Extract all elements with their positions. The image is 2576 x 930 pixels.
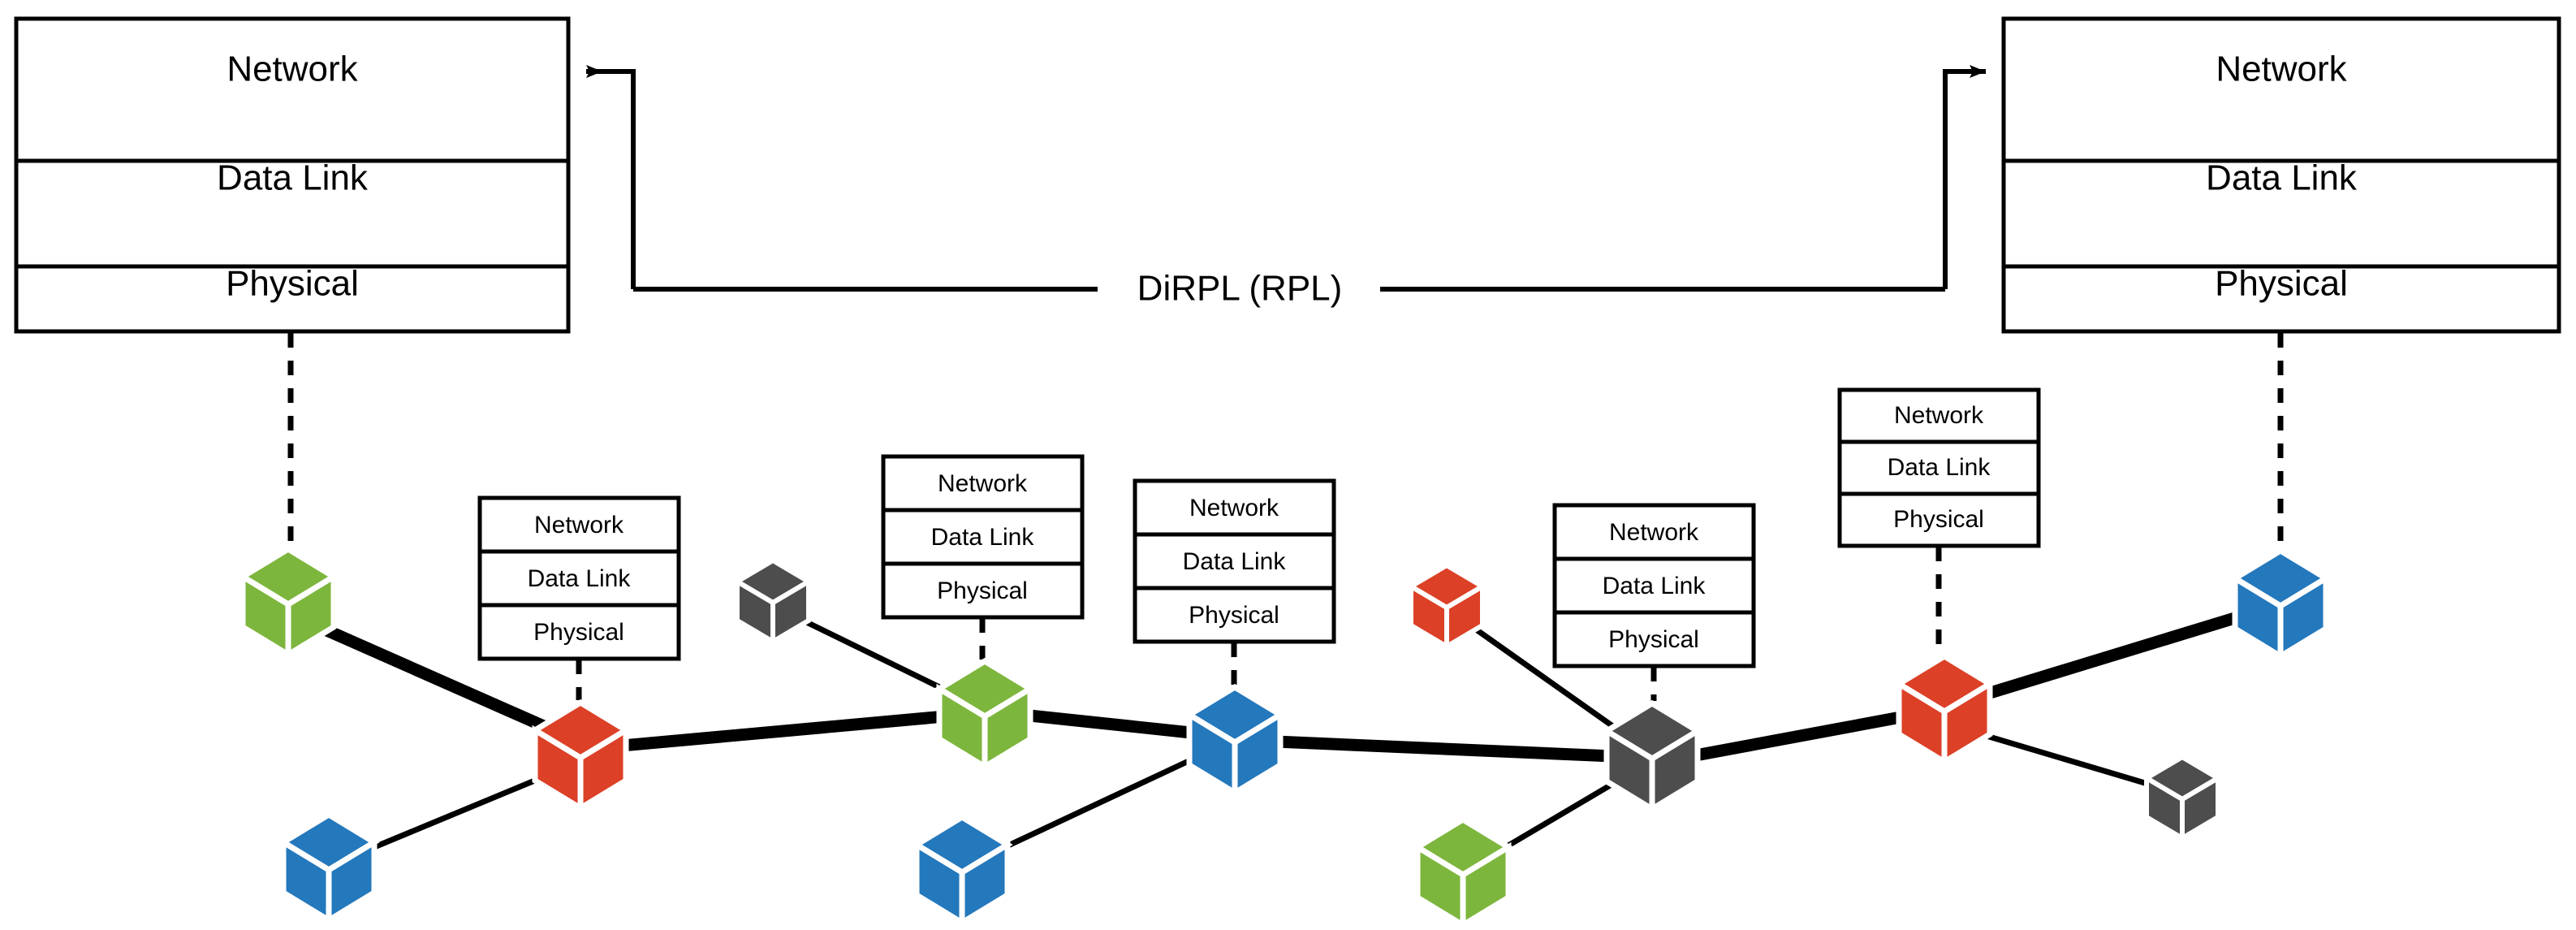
node-red-3[interactable] — [1893, 652, 1996, 768]
node-blue-4[interactable] — [2229, 547, 2332, 662]
backbone-link-red1-green2 — [603, 708, 964, 754]
dirpl-label: DiRPL (RPL) — [1137, 269, 1343, 309]
node-blue-4-right-face — [2277, 573, 2329, 662]
node-red-2-right-face — [1444, 582, 1485, 651]
node-red-1[interactable] — [529, 699, 632, 814]
node-stack-4-physical-cell — [1552, 610, 1756, 668]
node-stack-5-datalink-label: Data Link — [1888, 454, 1991, 481]
node-stack-1-physical-cell — [477, 603, 681, 661]
right-stack-physical-cell — [2001, 264, 2561, 334]
node-stack-1[interactable]: Network Data Link Physical — [477, 495, 681, 661]
backbone-link-green2-blue2 — [1006, 707, 1215, 742]
node-blue-1[interactable] — [278, 811, 380, 926]
node-stack-2-physical-label: Physical — [937, 577, 1028, 604]
node-stack-3-network-label: Network — [1189, 495, 1279, 521]
right-endpoint-stack[interactable]: Network Data Link Physical — [2001, 16, 2561, 334]
node-gray-3[interactable] — [2142, 754, 2223, 843]
node-gray-2[interactable] — [1601, 699, 1703, 815]
node-stack-5-network-label: Network — [1894, 402, 1984, 429]
left-stack-network-cell — [14, 16, 571, 163]
node-stack-3-physical-cell — [1133, 586, 1336, 644]
leaf-links — [349, 612, 2162, 863]
backbone-link-blue2-gray2 — [1256, 734, 1633, 763]
node-stack-2-network-label: Network — [938, 470, 1028, 497]
node-red-3-right-face — [1941, 678, 1993, 768]
node-green-2[interactable] — [934, 657, 1036, 772]
node-red-2[interactable] — [1406, 562, 1487, 651]
left-stack-datalink-label: Data Link — [217, 158, 369, 198]
node-stack-2-datalink-label: Data Link — [931, 524, 1035, 551]
leaf-link-red3-gray3 — [1964, 726, 2162, 791]
node-stack-4-network-cell — [1552, 503, 1756, 561]
left-stack-datalink-cell — [14, 158, 571, 269]
dirpl-right-arrow-path — [1943, 65, 1986, 289]
node-stack-4-physical-label: Physical — [1608, 626, 1699, 653]
node-stack-4-datalink-label: Data Link — [1603, 573, 1707, 599]
node-stack-1-datalink-cell — [477, 549, 681, 608]
stack-leader-lines — [287, 333, 2284, 701]
node-stack-4[interactable]: Network Data Link Physical — [1552, 503, 1756, 668]
right-stack-physical-label: Physical — [2215, 264, 2348, 304]
node-green-3[interactable] — [1412, 815, 1514, 930]
node-green-1-right-face — [285, 571, 337, 660]
node-green-3-right-face — [1460, 841, 1512, 930]
node-blue-2[interactable] — [1184, 683, 1286, 798]
left-stack-physical-cell — [14, 264, 571, 334]
dirpl-left-arrow-path — [586, 65, 636, 289]
node-red-1-right-face — [577, 725, 629, 814]
node-green-1[interactable] — [237, 545, 339, 660]
backbone-link-green1-red1 — [307, 617, 563, 739]
node-stack-5-physical-label: Physical — [1893, 506, 1984, 533]
backbone-link-red3-blue4 — [1964, 604, 2261, 707]
left-stack-physical-label: Physical — [226, 264, 359, 304]
node-blue-3[interactable] — [911, 813, 1013, 928]
right-stack-network-cell — [2001, 16, 2561, 163]
node-gray-1[interactable] — [732, 557, 813, 647]
node-blue-1-right-face — [326, 837, 378, 926]
node-stack-3-datalink-label: Data Link — [1183, 548, 1287, 575]
node-blue-2-right-face — [1232, 709, 1284, 798]
node-stack-3[interactable]: Network Data Link Physical — [1133, 478, 1336, 644]
leaf-link-blue1-red1 — [349, 767, 562, 860]
node-blue-3-right-face — [959, 839, 1011, 928]
dirpl-connector: DiRPL (RPL) — [586, 65, 1986, 309]
node-gray-3-right-face — [2180, 773, 2220, 843]
node-stack-4-datalink-cell — [1552, 556, 1756, 615]
node-stack-4-network-label: Network — [1609, 519, 1699, 546]
node-green-2-right-face — [982, 683, 1033, 772]
node-stack-1-physical-label: Physical — [533, 619, 624, 646]
node-stack-1-network-cell — [477, 495, 681, 554]
left-endpoint-stack[interactable]: Network Data Link Physical — [14, 16, 571, 334]
leaf-link-red2-gray2 — [1462, 619, 1636, 743]
node-stack-5-physical-cell — [1837, 491, 2041, 548]
right-stack-network-label: Network — [2216, 50, 2347, 89]
node-stack-5[interactable]: Network Data Link Physical — [1837, 387, 2041, 548]
node-stack-5-network-cell — [1837, 387, 2041, 444]
leaf-link-blue3-blue2 — [982, 746, 1216, 860]
node-stack-2[interactable]: Network Data Link Physical — [881, 454, 1085, 620]
node-stack-1-datalink-label: Data Link — [528, 565, 632, 592]
left-stack-network-label: Network — [227, 50, 358, 89]
node-stack-1-network-label: Network — [534, 512, 624, 539]
node-stack-2-physical-cell — [881, 561, 1085, 620]
node-stack-5-datalink-cell — [1837, 439, 2041, 496]
node-gray-2-right-face — [1649, 725, 1701, 815]
node-gray-1-right-face — [770, 577, 811, 647]
right-stack-datalink-label: Data Link — [2206, 158, 2358, 198]
node-stack-3-physical-label: Physical — [1189, 602, 1279, 629]
